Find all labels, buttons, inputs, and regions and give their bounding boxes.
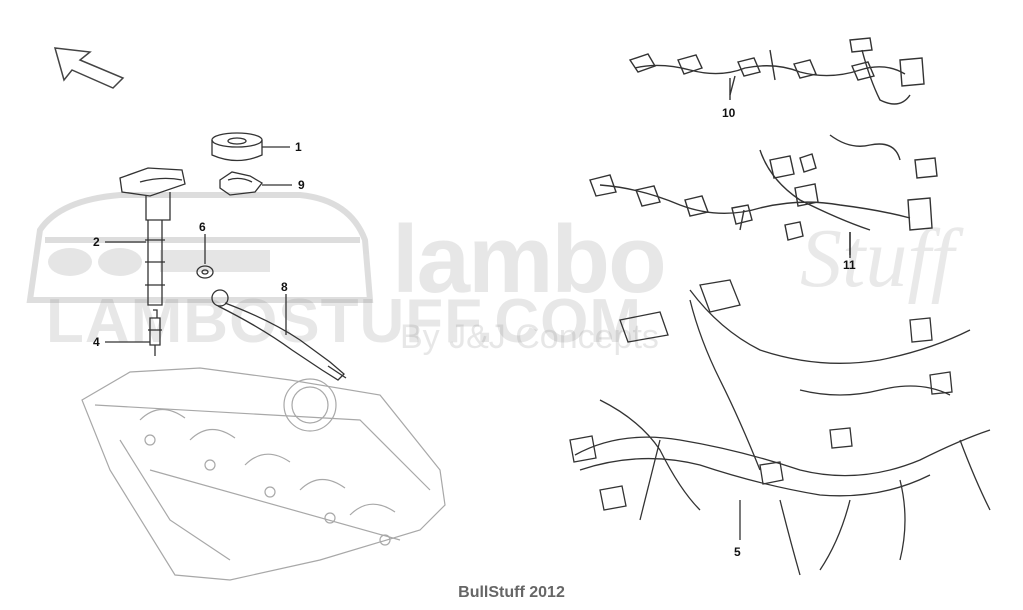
footer-caption: BullStuff 2012 [458, 584, 565, 601]
callout-10: 10 [722, 106, 736, 120]
harness-11 [589, 134, 938, 255]
callout-8: 8 [281, 280, 288, 294]
callout-11: 11 [843, 258, 856, 272]
callout-9: 9 [298, 178, 305, 192]
watermark-brand-sub: By J&J Concepts [400, 318, 659, 356]
part-6-washer [196, 265, 214, 279]
part-2-ignition-coil [119, 167, 186, 306]
callout-2: 2 [93, 235, 100, 249]
callout-4: 4 [93, 335, 100, 349]
callout-6: 6 [199, 220, 206, 234]
callout-1: 1 [295, 140, 302, 154]
part-9-bracket [219, 171, 263, 196]
watermark-logo-script: Stuff [800, 212, 955, 305]
harness-10 [628, 37, 925, 105]
part-1-cap [211, 132, 263, 162]
watermark-brand: LAMBOSTUFF.COM [46, 287, 643, 356]
harness-5 [569, 279, 991, 576]
part-4-spark-plug [148, 309, 162, 356]
part-8-sensor [211, 289, 347, 381]
callout-5: 5 [734, 545, 741, 559]
watermark-logo-word: lambo [392, 206, 667, 313]
